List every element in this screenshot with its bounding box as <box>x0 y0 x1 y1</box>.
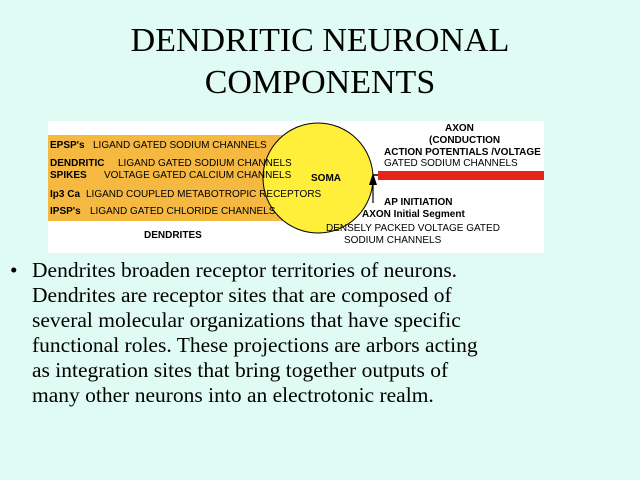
neuron-diagram-svg: EPSP's LIGAND GATED SODIUM CHANNELS DEND… <box>48 122 544 246</box>
ap-initiation-label: DENSELY PACKED VOLTAGE GATED <box>326 223 500 234</box>
dendrite-row-label: LIGAND GATED CHLORIDE CHANNELS <box>90 206 276 217</box>
bullet-marker: • <box>10 258 18 282</box>
bullet-line: many other neurons into an electrotonic … <box>32 383 434 407</box>
bullet-text: Dendrites broaden receptor territories o… <box>32 258 478 408</box>
dendrite-row-prefix: Ip3 Ca <box>50 189 80 200</box>
bullet-line: as integration sites that bring together… <box>32 358 449 382</box>
slide-title-line-2: COMPONENTS <box>204 64 436 101</box>
dendrite-row-label: LIGAND COUPLED METABOTROPIC RECEPTORS <box>86 189 322 200</box>
ap-initiation-label: AXON Initial Segment <box>362 209 465 220</box>
axon-label: AXON <box>445 123 474 134</box>
slide-title-line-1: DENDRITIC NEURONAL <box>130 22 510 59</box>
axon-bar <box>378 171 544 180</box>
ap-initiation-label: AP INITIATION <box>384 197 453 208</box>
dendrite-row-label: LIGAND GATED SODIUM CHANNELS <box>93 140 267 151</box>
slide-title: DENDRITIC NEURONAL COMPONENTS <box>0 20 640 104</box>
axon-label: GATED SODIUM CHANNELS <box>384 158 518 169</box>
dendrite-row-label: LIGAND GATED SODIUM CHANNELS <box>118 158 292 169</box>
dendrites-label: DENDRITES <box>144 230 202 241</box>
ap-initiation-label: SODIUM CHANNELS <box>344 235 442 246</box>
axon-label: (CONDUCTION <box>429 135 500 146</box>
dendrite-row-prefix: EPSP's <box>50 140 85 151</box>
dendrite-row-label: VOLTAGE GATED CALCIUM CHANNELS <box>104 170 292 181</box>
dendrite-row-prefix: IPSP's <box>50 206 81 217</box>
soma-label: SOMA <box>311 173 341 184</box>
bullet-line: Dendrites are receptor sites that are co… <box>32 283 452 307</box>
neuron-diagram: EPSP's LIGAND GATED SODIUM CHANNELS DEND… <box>48 121 544 253</box>
arrow-icon <box>369 173 377 185</box>
bullet-line: Dendrites broaden receptor territories o… <box>32 258 458 282</box>
dendrite-row-prefix: DENDRITIC <box>50 158 104 169</box>
bullet-line: functional roles. These projections are … <box>32 333 478 357</box>
dendrite-row-prefix: SPIKES <box>50 170 87 181</box>
axon-label: ACTION POTENTIALS /VOLTAGE <box>384 147 541 158</box>
bullet-line: several molecular organizations that hav… <box>32 308 461 332</box>
